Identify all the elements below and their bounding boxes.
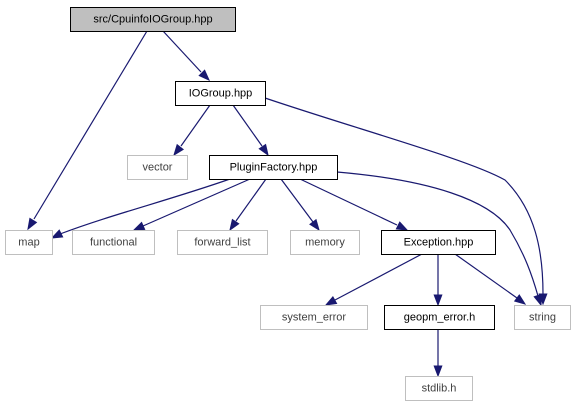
arrowhead [229, 218, 240, 232]
edge-pluginfactory-to-map [50, 178, 231, 239]
node-string: string [514, 305, 571, 330]
arrowhead [433, 365, 443, 378]
node-exception[interactable]: Exception.hpp [381, 230, 496, 255]
edge-line [264, 97, 544, 295]
arrowhead [513, 294, 527, 305]
node-box [72, 230, 155, 255]
node-label: src/CpuinfoIOGroup.hpp [93, 14, 212, 26]
arrowhead [258, 143, 269, 157]
node-box [260, 305, 368, 330]
arrowhead [198, 69, 210, 81]
node-label: memory [305, 237, 345, 249]
node-box [127, 155, 188, 180]
node-pluginfactory[interactable]: PluginFactory.hpp [209, 155, 338, 180]
node-label: functional [90, 237, 137, 249]
node-stdlib: stdlib.h [405, 376, 473, 401]
edge-exception-to-geopm_error [433, 254, 443, 307]
edge-line [33, 30, 148, 220]
node-box [209, 155, 338, 180]
node-label: stdlib.h [422, 383, 457, 395]
node-box [514, 305, 571, 330]
edge-exception-to-system_error [324, 253, 423, 306]
node-label: IOGroup.hpp [189, 88, 253, 100]
edges-layer [27, 30, 548, 378]
node-label: PluginFactory.hpp [230, 162, 318, 174]
node-geopm_error[interactable]: geopm_error.h [384, 305, 495, 330]
node-label: Exception.hpp [404, 237, 474, 249]
arrowhead [50, 229, 64, 239]
edge-pluginfactory-to-functional [132, 178, 251, 231]
node-box [381, 230, 496, 255]
arrowhead [27, 217, 38, 231]
node-label: forward_list [194, 237, 250, 249]
edge-exception-to-string [454, 253, 527, 305]
node-box [384, 305, 495, 330]
node-iogroup[interactable]: IOGroup.hpp [175, 81, 266, 106]
node-system_error: system_error [260, 305, 368, 330]
node-label: system_error [282, 312, 347, 324]
edge-line [334, 253, 423, 301]
edge-cpuinfo-to-iogroup [162, 30, 210, 81]
node-forward_list: forward_list [177, 230, 268, 255]
arrowhead [533, 293, 542, 307]
edge-iogroup-to-vector [173, 104, 211, 157]
node-vector: vector [127, 155, 188, 180]
node-label: string [529, 312, 556, 324]
edge-geopm_error-to-stdlib [433, 329, 443, 378]
node-label: geopm_error.h [404, 312, 476, 324]
node-label: vector [143, 162, 173, 174]
node-label: map [18, 237, 39, 249]
node-box [405, 376, 473, 401]
edge-line [142, 178, 251, 227]
edge-iogroup-to-string [264, 97, 548, 306]
node-memory: memory [290, 230, 360, 255]
node-cpuinfo[interactable]: src/CpuinfoIOGroup.hpp [70, 7, 236, 32]
arrowhead [132, 221, 146, 231]
node-map: map [5, 230, 53, 255]
edge-line [59, 178, 231, 235]
edge-iogroup-to-pluginfactory [232, 104, 269, 157]
edge-line [180, 104, 211, 147]
node-box [290, 230, 360, 255]
node-functional: functional [72, 230, 155, 255]
arrowhead [173, 143, 185, 157]
edge-line [336, 171, 539, 297]
arrowhead [324, 295, 338, 306]
node-box [5, 230, 53, 255]
edge-line [232, 104, 263, 147]
edge-pluginfactory-to-string [336, 171, 542, 307]
edge-pluginfactory-to-exception [299, 178, 409, 231]
node-box [175, 81, 266, 106]
edge-pluginfactory-to-memory [280, 178, 320, 232]
edge-line [162, 30, 202, 73]
edge-line [299, 178, 398, 226]
edge-cpuinfo-to-map [27, 30, 148, 231]
edge-line [280, 178, 314, 223]
node-box [177, 230, 268, 255]
edge-pluginfactory-to-forward_list [229, 178, 267, 232]
edge-line [454, 253, 518, 299]
arrowhead [433, 294, 443, 307]
arrowhead [309, 218, 320, 232]
node-box [70, 7, 236, 32]
edge-line [235, 178, 267, 222]
arrowhead [395, 221, 409, 231]
